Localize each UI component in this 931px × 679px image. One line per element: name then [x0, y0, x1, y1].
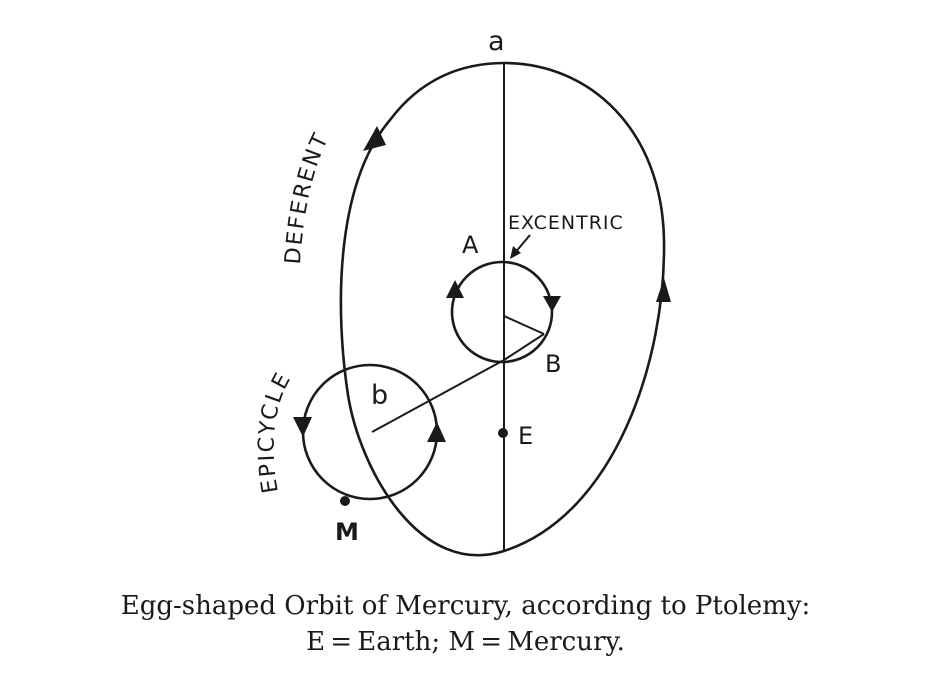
excentric-pointer-head — [510, 246, 521, 259]
label-A: A — [462, 231, 479, 259]
deferent-arrow-top-left — [363, 126, 386, 151]
mercury-point — [340, 496, 350, 506]
excentric-radius-1 — [503, 315, 545, 335]
label-epicycle: EPICYCLE — [255, 368, 297, 495]
label-deferent-path: DEFERENT — [281, 128, 333, 265]
egg-orbit — [339, 61, 666, 557]
excentric-radius-2 — [503, 333, 545, 361]
deferent-arrow-right — [656, 278, 671, 302]
label-B: B — [545, 350, 561, 378]
label-deferent: DEFERENT — [281, 128, 335, 265]
earth-point — [498, 428, 508, 438]
epicycle-radius-line — [371, 359, 505, 433]
excentric-circle — [450, 260, 554, 364]
label-excentric: EXCENTRIC — [508, 212, 624, 234]
excentric-arrow-left — [446, 280, 464, 298]
epicycle-circle — [301, 363, 439, 501]
caption-line-2: E = Earth; M = Mercury. — [306, 627, 625, 657]
label-b: b — [371, 380, 388, 411]
label-epicycle-path: EPICYCLE — [255, 368, 295, 495]
excentric-arrow-right — [543, 296, 561, 312]
label-E: E — [518, 422, 533, 450]
label-a: a — [488, 26, 505, 57]
caption-line-1: Egg-shaped Orbit of Mercury, according t… — [120, 591, 811, 621]
label-M: M — [335, 518, 359, 546]
epicycle-arrow-right — [427, 422, 446, 442]
epicycle-arrow-left — [293, 417, 312, 437]
